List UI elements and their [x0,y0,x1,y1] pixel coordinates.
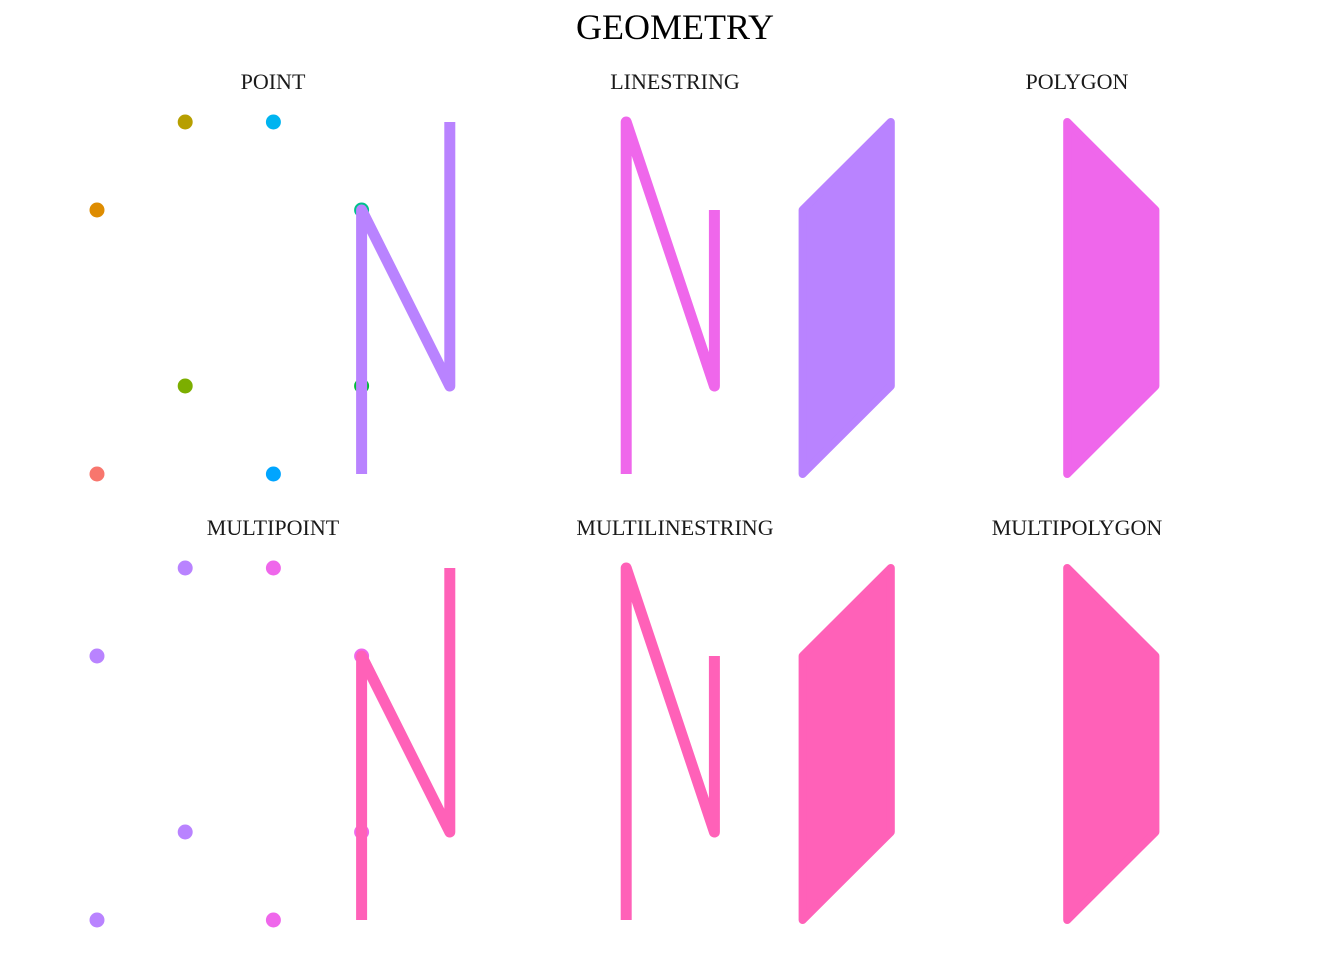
multipoint-marker-4 [177,560,193,576]
panel-title-polygon: POLYGON [1026,69,1129,94]
panel-title-multipoint: MULTIPOINT [207,515,340,540]
linestring-line-2 [620,116,720,474]
polygon-shape-2 [1063,118,1160,478]
point-marker-7 [265,466,281,482]
point-marker-3 [177,378,193,394]
point-marker-4 [177,114,193,130]
point-marker-1 [89,466,105,482]
multipoint-marker-2 [89,648,105,664]
multilinestring-line-2 [620,562,720,920]
multipolygon-shape-1 [798,564,895,924]
multipoint-marker-1 [89,912,105,928]
panel-title-linestring: LINESTRING [610,69,740,94]
point-marker-8 [265,114,281,130]
panel-title-multipolygon: MULTIPOLYGON [992,515,1163,540]
panel-title-multilinestring: MULTILINESTRING [576,515,773,540]
multipoint-marker-7 [265,912,281,928]
polygon-shape-1 [798,118,895,478]
geometry-plot-area [89,114,1160,928]
multipolygon-shape-2 [1063,564,1160,924]
panel-title-point: POINT [241,69,306,94]
point-marker-2 [89,202,105,218]
figure-title: GEOMETRY [576,7,774,47]
linestring-line-1 [356,122,456,474]
multipoint-marker-8 [265,560,281,576]
multipoint-marker-3 [177,824,193,840]
multilinestring-line-1 [356,568,456,920]
